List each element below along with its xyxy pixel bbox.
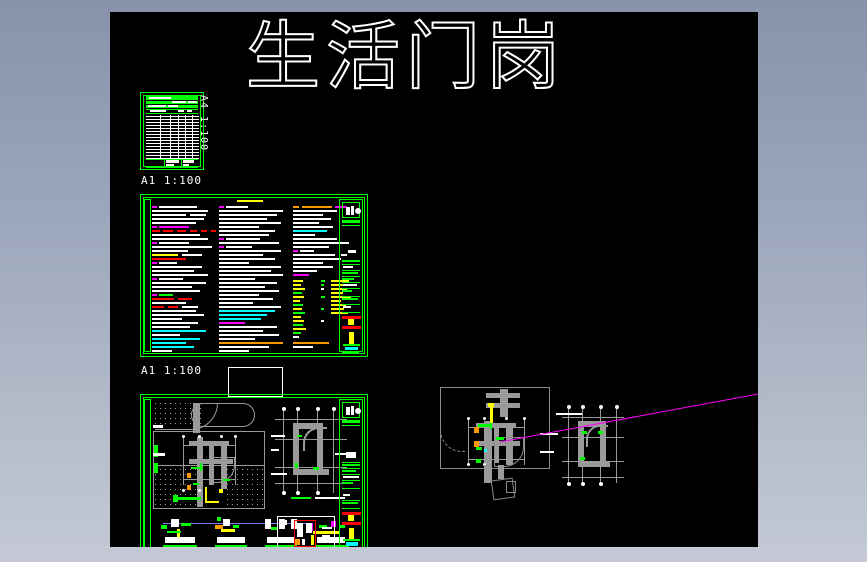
sheet-a4-title-block[interactable]: A4 1:100	[140, 92, 209, 170]
approval-seal-graphic	[342, 316, 361, 330]
sheet2-title-strip[interactable]	[339, 199, 363, 354]
detached-enlarged-plan	[540, 405, 628, 487]
sheet3-binding-margin	[144, 399, 151, 547]
sheet1-schedule-grid	[146, 96, 199, 168]
detached-drawing-group[interactable]	[440, 367, 758, 517]
drawing-title-text: 生活门岗	[245, 14, 566, 100]
selection-marquee-rect[interactable]	[228, 367, 283, 397]
enlarged-floor-plan-drawing	[271, 405, 351, 505]
sheet-a1-plans-elevations[interactable]	[140, 394, 368, 547]
detached-guardhouse-plan	[440, 387, 550, 501]
sheet2-binding-margin	[144, 199, 151, 352]
sheet2-scale-caption: A1 1:100	[141, 364, 202, 377]
cad-drawing-canvas[interactable]: 生活门岗	[110, 12, 758, 547]
sheet1-scale-vertical: A4 1:100	[198, 95, 209, 152]
approval-seal-graphic	[342, 512, 361, 526]
registration-seal-graphic	[342, 528, 361, 546]
registration-seal-graphic	[342, 332, 361, 350]
site-plan-drawing	[153, 401, 265, 511]
sheet1-scale-caption: A1 1:100	[141, 174, 202, 187]
key-plan-box	[277, 516, 335, 547]
company-logo-icon	[342, 402, 361, 418]
sheet-a1-general-notes[interactable]	[140, 194, 368, 357]
sheet3-title-strip[interactable]	[339, 399, 363, 547]
sheet1-inner-border	[143, 95, 201, 167]
sheet3-inner-border	[143, 397, 365, 547]
company-logo-icon	[342, 202, 361, 218]
